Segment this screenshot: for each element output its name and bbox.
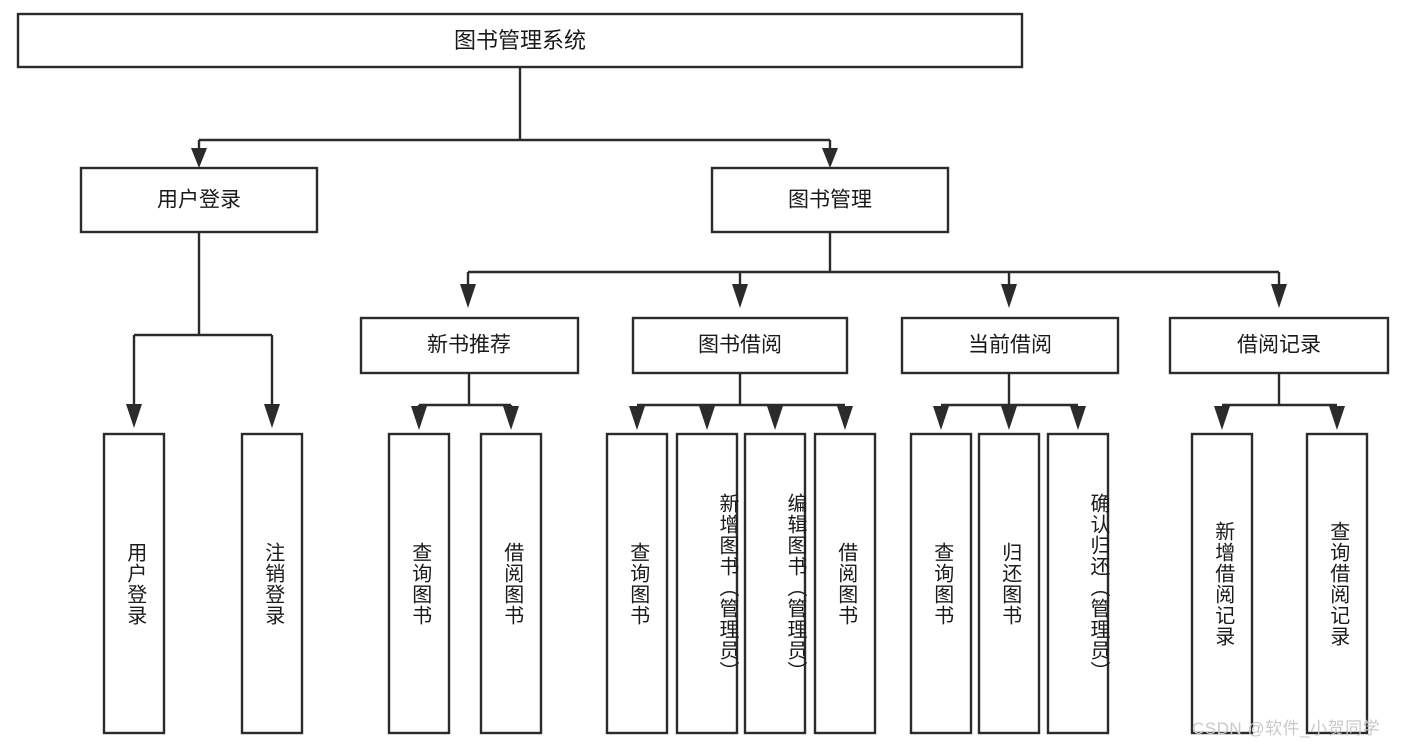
node-root-label: 图书管理系统	[454, 28, 586, 53]
leaf-add-record-box[interactable]	[1190, 432, 1254, 735]
node-current-borrow-label: 当前借阅	[968, 334, 1052, 357]
node-book-manage[interactable]: 图书管理	[710, 166, 950, 234]
arrow-head-book-manage	[822, 148, 838, 168]
leaf-edit-book-box[interactable]	[743, 432, 807, 735]
connector-group-book-borrow	[629, 373, 853, 430]
node-current-borrow-box[interactable]	[900, 316, 1120, 375]
leaf-logout-box[interactable]	[240, 432, 304, 735]
arrow-head-leaf-borrow-book-2	[837, 406, 853, 430]
node-book-manage-label: 图书管理	[788, 189, 872, 212]
leaf-confirm-return-box[interactable]	[1046, 432, 1110, 735]
leaf-borrow-book-1-box[interactable]	[479, 432, 543, 735]
node-user-login[interactable]: 用户登录	[79, 166, 319, 234]
node-borrow-record-box[interactable]	[1168, 316, 1390, 375]
leaf-query-book-2-box[interactable]	[605, 432, 669, 735]
arrow-head-leaf-confirm-return	[1070, 406, 1086, 430]
arrow-head-leaf-add-record	[1214, 406, 1230, 430]
node-root-box[interactable]	[16, 12, 1024, 69]
connector-group-borrow-record	[1214, 373, 1345, 430]
arrow-head-new-book-recommend	[460, 284, 476, 308]
node-book-borrow[interactable]: 图书借阅	[631, 316, 849, 375]
arrow-head-leaf-logout	[264, 404, 280, 428]
connector-group-user-login	[126, 232, 280, 428]
leaf-borrow-book-2-box[interactable]	[813, 432, 877, 735]
node-new-book-recommend[interactable]: 新书推荐	[359, 316, 580, 375]
leaf-boxes	[102, 432, 1369, 735]
leaf-query-book-3-box[interactable]	[909, 432, 973, 735]
node-book-manage-box[interactable]	[710, 166, 950, 234]
arrow-head-leaf-query-book-2	[629, 406, 645, 430]
leaf-add-book-box[interactable]	[675, 432, 739, 735]
node-new-book-recommend-label: 新书推荐	[427, 334, 511, 357]
arrow-head-leaf-query-book-1	[411, 406, 427, 430]
csdn-watermark: CSDN @软件_小贺同学	[1192, 719, 1381, 738]
arrow-head-leaf-edit-book	[767, 406, 783, 430]
node-book-borrow-label: 图书借阅	[698, 334, 782, 357]
node-new-book-recommend-box[interactable]	[359, 316, 580, 375]
connector-group-book-manage	[460, 232, 1287, 308]
leaf-user-login-box[interactable]	[102, 432, 166, 735]
arrow-head-borrow-record	[1271, 284, 1287, 308]
node-root[interactable]: 图书管理系统	[16, 12, 1024, 69]
leaf-query-book-1-box[interactable]	[387, 432, 451, 735]
arrow-head-current-borrow	[1001, 284, 1017, 308]
node-borrow-record[interactable]: 借阅记录	[1168, 316, 1390, 375]
leaf-query-record-box[interactable]	[1305, 432, 1369, 735]
arrow-head-leaf-query-record	[1329, 406, 1345, 430]
arrow-head-leaf-add-book	[699, 406, 715, 430]
arrow-head-book-borrow	[732, 284, 748, 308]
arrow-head-leaf-query-book-3	[933, 406, 949, 430]
node-user-login-label: 用户登录	[157, 189, 241, 212]
connector-group-new-book-recommend	[411, 373, 519, 430]
leaf-return-book-box[interactable]	[977, 432, 1041, 735]
connector-group-root	[191, 67, 838, 168]
arrow-head-leaf-return-book	[1001, 406, 1017, 430]
arrow-head-leaf-user-login	[126, 404, 142, 428]
node-borrow-record-label: 借阅记录	[1237, 334, 1321, 357]
arrow-head-leaf-borrow-book-1	[503, 406, 519, 430]
node-book-borrow-box[interactable]	[631, 316, 849, 375]
node-user-login-box[interactable]	[79, 166, 319, 234]
connector-group-current-borrow	[933, 373, 1086, 430]
node-current-borrow[interactable]: 当前借阅	[900, 316, 1120, 375]
arrow-head-user-login	[191, 148, 207, 168]
